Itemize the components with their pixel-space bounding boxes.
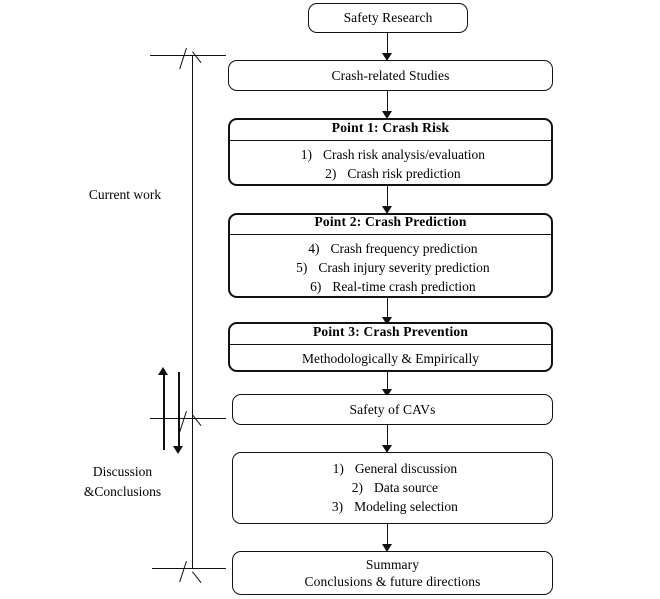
crash-related-studies-label: Crash-related Studies <box>331 67 450 83</box>
connector-point2-to-point3-arrow <box>382 317 392 325</box>
bracket-vertical-line <box>192 55 193 569</box>
discussion-item-2-text: Data source <box>373 479 439 495</box>
point1-item-2: 2) Crash risk prediction <box>320 164 460 183</box>
connector-point1-to-point2 <box>387 186 388 209</box>
point3-header: Point 3: Crash Prevention <box>230 320 551 346</box>
node-point1-crash-risk[interactable]: Point 1: Crash Risk 1) Crash risk analysi… <box>228 118 553 186</box>
node-crash-related-studies[interactable]: Crash-related Studies <box>228 60 553 91</box>
node-safety-of-cavs[interactable]: Safety of CAVs <box>232 394 553 425</box>
scope-arrow-down-head <box>173 446 183 454</box>
bracket-middle-tick <box>150 418 226 419</box>
bracket-middle-arrowhead <box>179 411 187 433</box>
bracket-bottom-tick <box>152 568 226 569</box>
connector-studies-to-point1 <box>387 91 388 114</box>
current-work-text: Current work <box>88 187 162 202</box>
point1-item-1-text: Crash risk analysis/evaluation <box>323 146 485 162</box>
connector-cavs-to-discussion <box>387 425 388 448</box>
side-label-discussion-conclusions: Discussion &Conclusions <box>55 462 190 501</box>
connector-point2-to-point3 <box>387 298 388 320</box>
discussion-item-3-text: Modeling selection <box>354 499 458 515</box>
point2-item-1-text: Crash frequency prediction <box>330 240 478 256</box>
point2-item-3-text: Real-time crash prediction <box>332 279 476 295</box>
discussion-item-2-number: 2) <box>351 479 363 495</box>
discussion-item-1-number: 1) <box>332 460 344 476</box>
connector-studies-to-point1-arrow <box>382 111 392 119</box>
point1-header: Point 1: Crash Risk <box>230 116 551 141</box>
connector-point3-to-cavs-arrow <box>382 389 392 397</box>
point3-subtitle: Methodologically & Empirically <box>302 351 479 367</box>
safety-research-label: Safety Research <box>343 10 433 26</box>
point1-items: 1) Crash risk analysis/evaluation 2) Crash… <box>230 141 551 188</box>
connector-cavs-to-discussion-arrow <box>382 445 392 453</box>
point2-item-2-number: 5) <box>296 259 308 275</box>
bracket-top-tick <box>150 55 226 56</box>
connector-point3-to-cavs <box>387 372 388 392</box>
point2-item-3-number: 6) <box>310 279 322 295</box>
bracket-middle-arrowhead-barb <box>192 414 202 427</box>
node-summary[interactable]: Summary Conclusions & future directions <box>232 551 553 595</box>
discussion-conclusions-line-1: Discussion <box>92 464 153 479</box>
connector-safety-to-studies-arrow <box>382 53 392 61</box>
node-point3-crash-prevention[interactable]: Point 3: Crash Prevention Methodological… <box>228 322 553 372</box>
node-discussion[interactable]: 1) General discussion 2) Data source 3) Mod… <box>232 452 553 524</box>
point1-item-1-number: 1) <box>300 146 313 162</box>
discussion-conclusions-line-2: &Conclusions <box>83 483 162 499</box>
connector-discussion-to-summary-arrow <box>382 544 392 552</box>
point2-item-2-text: Crash injury severity prediction <box>318 259 490 275</box>
point3-subtitle-area: Methodologically & Empirically <box>230 345 551 373</box>
point1-item-2-text: Crash risk prediction <box>347 166 461 181</box>
discussion-item-1: 1) General discussion <box>328 459 458 478</box>
point2-item-1-number: 4) <box>308 240 320 256</box>
node-point2-crash-prediction[interactable]: Point 2: Crash Prediction 4) Crash freque… <box>228 213 553 298</box>
discussion-item-1-text: General discussion <box>354 460 458 476</box>
point1-item-2-number: 2) <box>325 166 337 181</box>
bracket-top-arrowhead <box>179 48 187 70</box>
discussion-item-3: 3) Modeling selection <box>327 497 458 516</box>
connector-safety-to-studies <box>387 33 388 56</box>
scope-arrow-down-shaft <box>178 372 180 448</box>
node-safety-research[interactable]: Safety Research <box>308 3 468 33</box>
point2-item-1: 4) Crash frequency prediction <box>304 239 478 258</box>
scope-arrow-up-head <box>158 367 168 375</box>
point2-header: Point 2: Crash Prediction <box>230 210 551 235</box>
point2-item-2: 5) Crash injury severity prediction <box>291 258 490 277</box>
connector-point1-to-point2-arrow <box>382 206 392 214</box>
discussion-item-3-number: 3) <box>331 499 344 515</box>
safety-of-cavs-label: Safety of CAVs <box>349 401 436 417</box>
discussion-items: 1) General discussion 2) Data source 3) Mod… <box>233 455 552 521</box>
bracket-bottom-arrowhead-barb <box>192 571 202 584</box>
discussion-item-2: 2) Data source <box>347 478 438 497</box>
side-label-current-work: Current work <box>60 185 190 205</box>
summary-line-1: Summary <box>365 556 420 572</box>
connector-discussion-to-summary <box>387 524 388 547</box>
scope-arrow-up-shaft <box>163 374 165 450</box>
summary-line-2: Conclusions & future directions <box>304 574 481 589</box>
point1-item-1: 1) Crash risk analysis/evaluation <box>296 145 485 164</box>
point2-items: 4) Crash frequency prediction 5) Crash inj… <box>230 235 551 301</box>
bracket-top-arrowhead-barb <box>192 51 202 64</box>
point2-item-3: 6) Real-time crash prediction <box>305 277 475 296</box>
bracket-bottom-arrowhead <box>179 561 187 583</box>
